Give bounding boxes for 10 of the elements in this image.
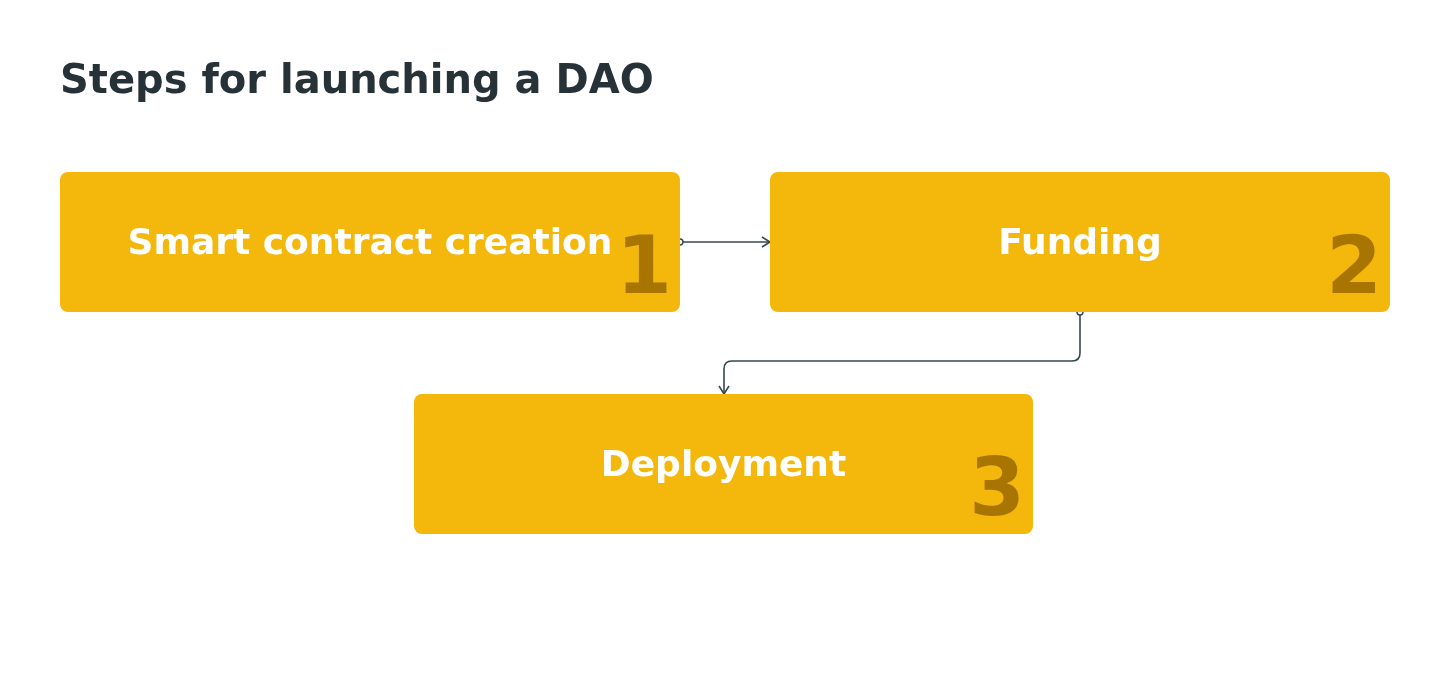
step-number: 3 (969, 448, 1025, 528)
title: Steps for launching a DAO (60, 56, 654, 102)
step-box (770, 172, 1390, 312)
step-box (60, 172, 680, 312)
step-number: 2 (1326, 226, 1382, 306)
step-box (414, 394, 1033, 534)
step-label: Funding (997, 220, 1163, 264)
step-number: 1 (616, 226, 672, 306)
step-label: Smart contract creation (126, 220, 614, 264)
step-label: Deployment (599, 442, 848, 486)
